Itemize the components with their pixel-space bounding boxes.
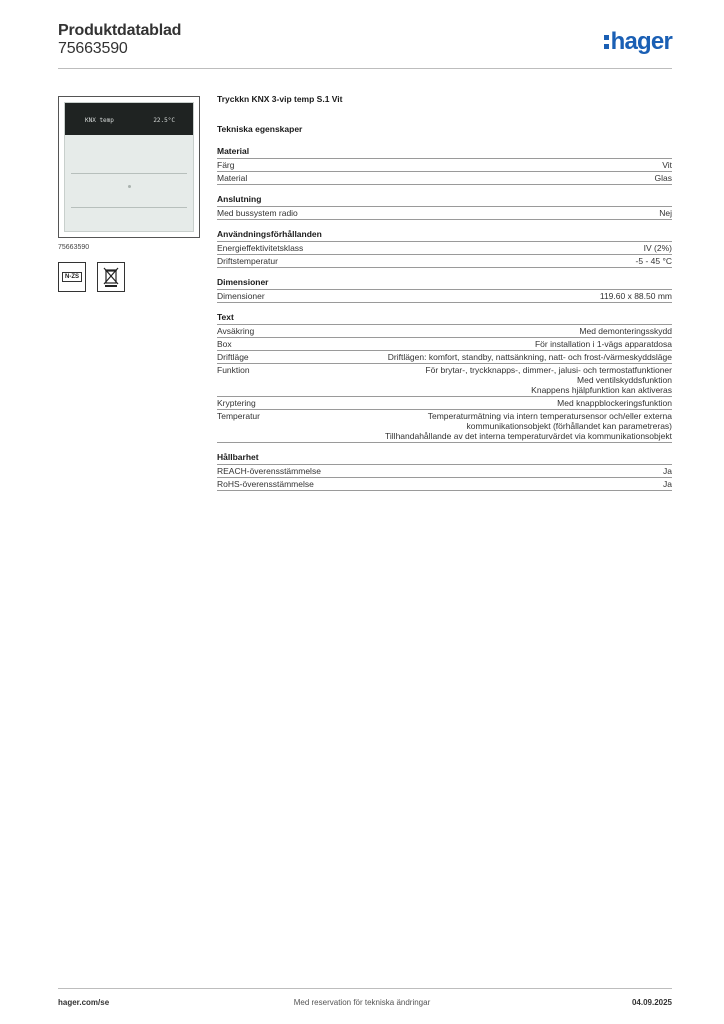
logo-text: hager (610, 28, 673, 55)
spec-value: Vit (234, 160, 672, 170)
nzs-label: N-ZS (62, 272, 82, 282)
spec-value-line: Driftlägen: komfort, standby, nattsänkni… (387, 352, 672, 362)
spec-label: Kryptering (217, 398, 256, 408)
spec-row: Temperatur Temperaturmätning via intern t… (217, 410, 672, 443)
header-divider (58, 68, 672, 69)
spec-row: Med bussystem radio Nej (217, 207, 672, 220)
spec-value-line: Med demonteringsskydd (579, 326, 672, 336)
spec-value-line: Ja (663, 479, 672, 489)
spec-label: RoHS-överensstämmelse (217, 479, 314, 489)
footer-disclaimer: Med reservation för tekniska ändringar (293, 998, 431, 1007)
product-image: KNX temp 22.5°C (58, 96, 200, 238)
spec-value-line: Glas (654, 173, 672, 183)
section-title: Hållbarhet (217, 452, 672, 465)
display-readout-left: KNX temp (85, 117, 114, 124)
section-title: Dimensioner (217, 277, 672, 290)
spec-value-line: Temperaturmätning via intern temperaturs… (427, 411, 672, 421)
spec-value: Nej (298, 208, 672, 218)
spec-value: Temperaturmätning via intern temperaturs… (260, 411, 672, 441)
spec-value: Ja (321, 466, 672, 476)
tech-heading: Tekniska egenskaper (217, 124, 303, 134)
spec-value: Ja (314, 479, 672, 489)
spec-label: Driftstemperatur (217, 256, 278, 266)
spec-row: Material Glas (217, 172, 672, 185)
spec-row: Driftstemperatur -5 - 45 °C (217, 255, 672, 268)
spec-value-line: Ja (663, 466, 672, 476)
spec-value-line: Med knappblockeringsfunktion (557, 398, 672, 408)
spec-row: Funktion För brytar-, tryckknapps-, dimme… (217, 364, 672, 397)
spec-value: Driftlägen: komfort, standby, nattsänkni… (249, 352, 672, 362)
spec-value-line: För brytar-, tryckknapps-, dimmer-, jalu… (425, 365, 672, 375)
page-title: Produktdatablad (58, 22, 182, 39)
spec-value-line: Vit (662, 160, 672, 170)
spec-label: Box (217, 339, 232, 349)
spec-row: Avsäkring Med demonteringsskydd (217, 325, 672, 338)
nzs-icon: N-ZS (58, 262, 86, 292)
spec-row: Färg Vit (217, 159, 672, 172)
spec-value-line: 119.60 x 88.50 mm (599, 291, 672, 301)
spec-value: Glas (247, 173, 672, 183)
footer-divider (58, 988, 672, 989)
spec-value: För installation i 1-vägs apparatdosa (232, 339, 672, 349)
spec-value-line: -5 - 45 °C (635, 256, 672, 266)
spec-row: Dimensioner 119.60 x 88.50 mm (217, 290, 672, 303)
button-indicator (128, 185, 131, 188)
logo-colon-icon (603, 35, 609, 49)
weee-bin-icon (97, 262, 125, 292)
spec-value-line: kommunikationsobjekt (förhållandet kan p… (466, 421, 672, 431)
spec-label: Driftläge (217, 352, 249, 362)
spec-label: Avsäkring (217, 326, 255, 336)
spec-label: Temperatur (217, 411, 260, 421)
spec-value-line: IV (2%) (643, 243, 672, 253)
spec-value-line: Med ventilskyddsfunktion (577, 375, 672, 385)
spec-label: Energieffektivitetsklass (217, 243, 304, 253)
spec-label: Med bussystem radio (217, 208, 298, 218)
spec-row: Driftläge Driftlägen: komfort, standby, n… (217, 351, 672, 364)
spec-row: REACH-överensstämmelse Ja (217, 465, 672, 478)
spec-value-line: Tillhandahållande av det interna tempera… (385, 431, 672, 441)
spec-label: Dimensioner (217, 291, 265, 301)
section-title: Material (217, 146, 672, 159)
spec-value: -5 - 45 °C (278, 256, 672, 266)
product-name: Tryckkn KNX 3-vip temp S.1 Vit (217, 94, 343, 104)
hager-logo[interactable]: hager (603, 28, 673, 56)
spec-value: Med knappblockeringsfunktion (256, 398, 672, 408)
spec-value: 119.60 x 88.50 mm (265, 291, 672, 301)
button-divider (71, 207, 187, 208)
footer-website-link[interactable]: hager.com/se (58, 998, 110, 1007)
spec-row: Kryptering Med knappblockeringsfunktion (217, 397, 672, 410)
spec-value-line: För installation i 1-vägs apparatdosa (534, 339, 672, 349)
spec-value-line: Nej (659, 208, 672, 218)
device-illustration: KNX temp 22.5°C (64, 102, 194, 232)
section-title: Användningsförhållanden (217, 229, 672, 242)
spec-row: Energieffektivitetsklass IV (2%) (217, 242, 672, 255)
spec-label: Färg (217, 160, 235, 170)
footer-date: 04.09.2025 (631, 998, 672, 1007)
spec-label: Funktion (217, 365, 250, 375)
spec-value: IV (2%) (303, 243, 672, 253)
section-title: Text (217, 312, 672, 325)
spec-row: RoHS-överensstämmelse Ja (217, 478, 672, 491)
spec-value: För brytar-, tryckknapps-, dimmer-, jalu… (250, 365, 672, 395)
button-divider (71, 173, 187, 174)
device-display: KNX temp 22.5°C (65, 103, 193, 135)
spec-content: Tryckkn KNX 3-vip temp S.1 Vit Tekniska … (217, 94, 672, 500)
product-code: 75663590 (58, 40, 128, 57)
spec-label: Material (217, 173, 248, 183)
image-caption: 75663590 (58, 244, 90, 251)
section-title: Anslutning (217, 194, 672, 207)
display-readout-right: 22.5°C (153, 117, 175, 124)
spec-value-line: Knappens hjälpfunktion kan aktiveras (531, 385, 672, 395)
spec-label: REACH-överensstämmelse (217, 466, 321, 476)
spec-row: Box För installation i 1-vägs apparatdosa (217, 338, 672, 351)
spec-value: Med demonteringsskydd (254, 326, 672, 336)
